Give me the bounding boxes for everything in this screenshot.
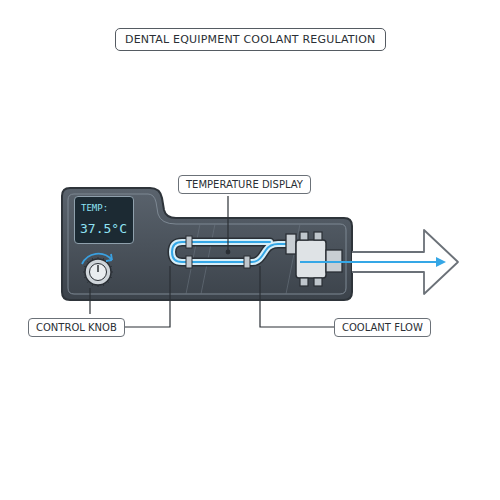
control-knob [82, 254, 113, 287]
coolant-stream [300, 261, 436, 263]
display-reading: 37.5°C [80, 221, 127, 236]
diagram-title: DENTAL EQUIPMENT COOLANT REGULATION [115, 28, 386, 51]
display-label: TEMP: [81, 203, 108, 213]
callout-label: CONTROL KNOB [28, 318, 125, 337]
device-housing [62, 188, 352, 300]
housing-inset [68, 194, 346, 294]
temperature-screen: TEMP: 37.5°C [74, 196, 134, 244]
coolant-pipe [172, 236, 286, 268]
callout-label: COOLANT FLOW [334, 318, 431, 337]
flow-valve [286, 232, 342, 286]
callout-text: TEMPERATURE DISPLAY [186, 179, 303, 190]
callout-text: CONTROL KNOB [36, 322, 117, 333]
coolant-stream-head [436, 257, 446, 267]
callout-label: TEMPERATURE DISPLAY [178, 175, 311, 194]
callout-text: COOLANT FLOW [342, 322, 423, 333]
